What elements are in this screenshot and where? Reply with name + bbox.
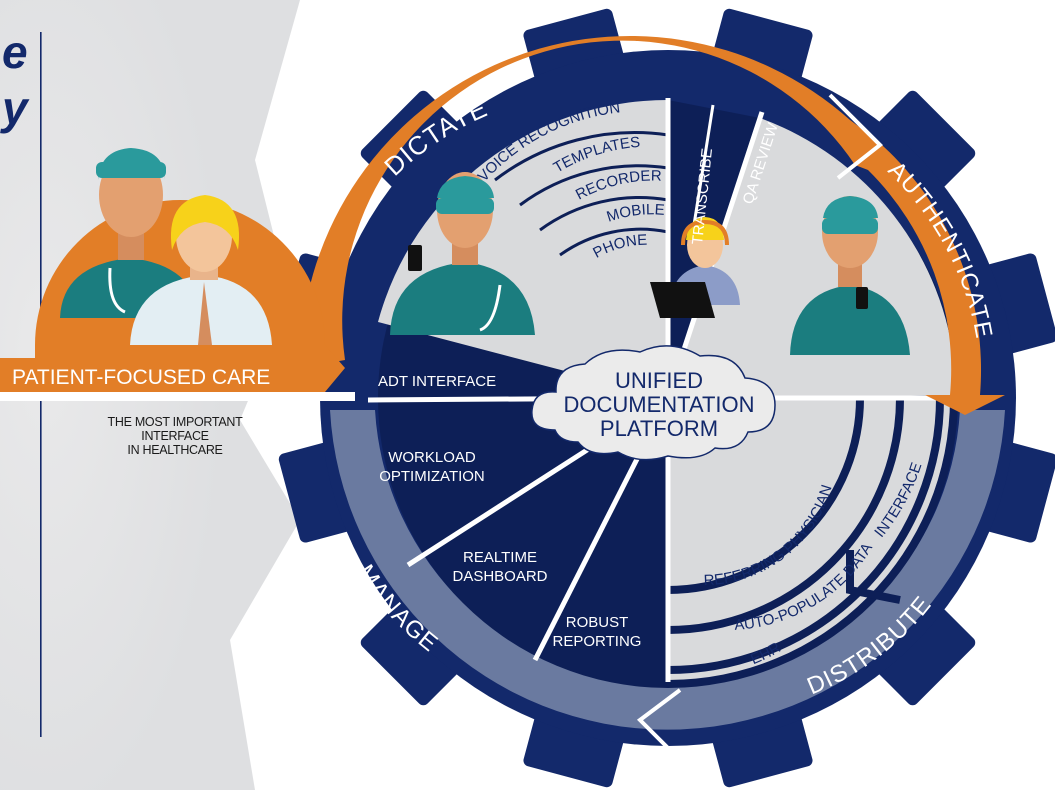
patient-label-bg — [0, 358, 315, 392]
patient-caption: THE MOST IMPORTANT INTERFACE IN HEALTHCA… — [50, 415, 300, 457]
center-title-line2: DOCUMENTATION — [563, 392, 754, 417]
caption-line2: INTERFACE — [141, 429, 209, 443]
adt-interface-label: ADT INTERFACE — [378, 373, 496, 390]
manage-realtime-line1: REALTIME — [463, 549, 537, 566]
dictate-arrow-ring — [299, 35, 1006, 415]
patient-band — [0, 392, 355, 401]
dictate-doctor-figure — [390, 172, 535, 335]
manage-workload-line2: OPTIMIZATION — [379, 468, 485, 485]
distribute-panel — [668, 398, 950, 680]
distribute-arc-2 — [667, 397, 904, 634]
manage-arrow-chevron — [636, 688, 682, 757]
gear-tooth — [858, 588, 976, 706]
gear-tooth — [360, 588, 478, 706]
patient-label: PATIENT-FOCUSED CARE — [12, 366, 270, 389]
dictate-arrow-chevron — [828, 93, 884, 180]
center-title-line3: PLATFORM — [600, 416, 718, 441]
authenticate-doctor-figure — [790, 196, 910, 355]
manage-robust-line1: ROBUST — [566, 614, 629, 631]
manage-workload-line1: WORKLOAD — [388, 449, 476, 466]
caption-line3: IN HEALTHCARE — [127, 443, 223, 457]
distribute-arc-1 — [667, 397, 864, 594]
distribute-arrow-chevron — [846, 550, 901, 604]
left-heading-line1: e — [2, 26, 28, 78]
patient-figure — [130, 195, 272, 345]
manage-realtime-line2: DASHBOARD — [452, 568, 547, 585]
cloud-icon — [531, 345, 776, 461]
gear-tooth — [858, 90, 976, 208]
caption-line1: THE MOST IMPORTANT — [107, 415, 243, 429]
gear-tooth — [360, 90, 478, 208]
dictate-dividers — [494, 131, 669, 257]
left-heading-line2: y — [0, 82, 30, 134]
manage-robust-line2: REPORTING — [553, 633, 642, 650]
center-title-line1: UNIFIED — [615, 368, 703, 393]
manage-distribute-ring — [330, 410, 1005, 730]
transcriptionist-figure — [650, 217, 740, 318]
